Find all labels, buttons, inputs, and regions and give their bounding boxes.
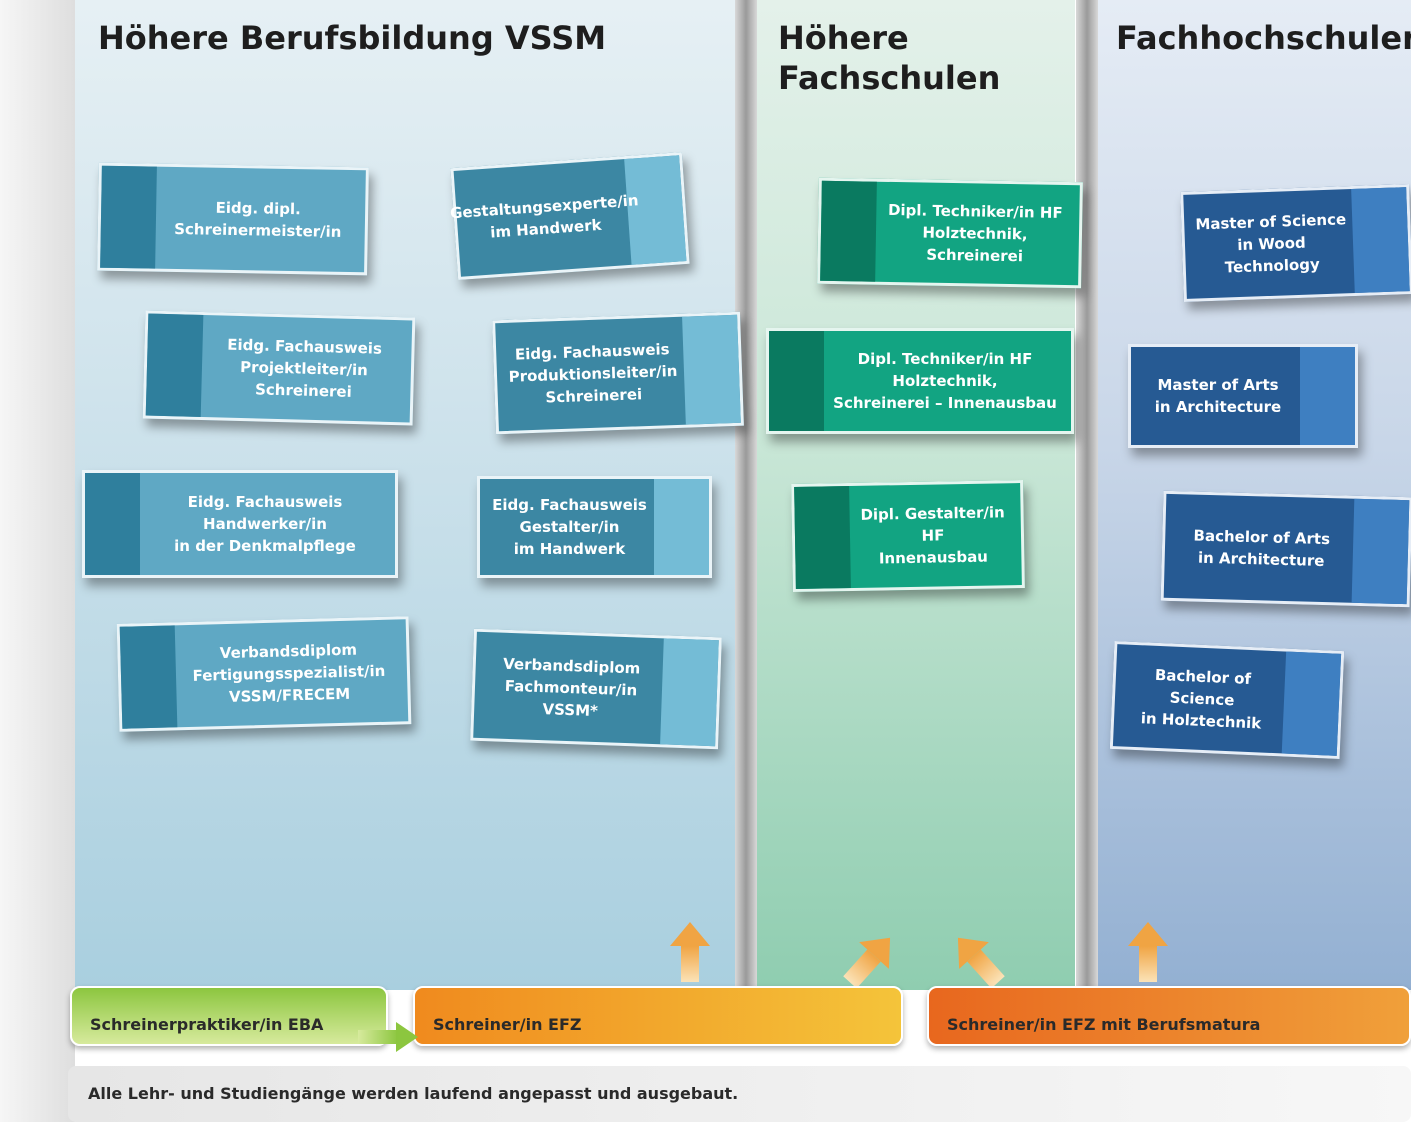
box-gestalter-handwerk[interactable]: Eidg. Fachausweis Gestalter/in im Handwe…	[477, 476, 712, 578]
box-produktionsleiter[interactable]: Eidg. Fachausweis Produktionsleiter/in S…	[492, 311, 744, 435]
box-label: Eidg. Fachausweis Produktionsleiter/in S…	[508, 340, 678, 407]
box-bachelor-science-holztechnik[interactable]: Bachelor of Science in Holztechnik	[1109, 641, 1345, 759]
box-label: Gestaltungsexperte/in im Handwerk	[449, 191, 640, 242]
box-label: Dipl. Techniker/in HF Holztechnik, Schre…	[833, 350, 1057, 412]
box-label: Verbandsdiplom Fertigungsspezialist/in V…	[192, 640, 386, 706]
box-label: Eidg. Fachausweis Handwerker/in in der D…	[174, 493, 356, 555]
box-projektleiter[interactable]: Eidg. Fachausweis Projektleiter/in Schre…	[142, 310, 416, 426]
box-bachelor-arts-architecture[interactable]: Bachelor of Arts in Architecture	[1160, 490, 1411, 608]
bar-label: Schreinerpraktiker/in EBA	[90, 1015, 324, 1034]
box-fertigungsspezialist[interactable]: Verbandsdiplom Fertigungsspezialist/in V…	[116, 616, 412, 732]
arrow-up-icon	[1128, 922, 1168, 982]
box-label: Master of Science in Wood Technology	[1195, 210, 1347, 277]
box-label: Eidg. dipl. Schreinermeister/in	[174, 198, 342, 241]
bar-label: Schreiner/in EFZ mit Berufsmatura	[947, 1015, 1261, 1034]
box-schreinermeister[interactable]: Eidg. dipl. Schreinermeister/in	[97, 162, 369, 276]
left-margin	[0, 0, 75, 1122]
box-label: Eidg. Fachausweis Projektleiter/in Schre…	[227, 335, 383, 401]
box-label: Bachelor of Science in Holztechnik	[1140, 665, 1262, 733]
title-vssm: Höhere Berufsbildung VSSM	[98, 19, 607, 57]
box-gestalter-hf[interactable]: Dipl. Gestalter/in HF Innenausbau	[791, 479, 1025, 593]
bar-schreiner-efz-berufsmatura[interactable]: Schreiner/in EFZ mit Berufsmatura	[927, 986, 1411, 1046]
box-techniker-hf-schreinerei[interactable]: Dipl. Techniker/in HF Holztechnik, Schre…	[817, 177, 1083, 289]
box-gestaltungsexperte[interactable]: Gestaltungsexperte/in im Handwerk	[449, 152, 690, 280]
box-label: Eidg. Fachausweis Gestalter/in im Handwe…	[492, 496, 647, 558]
bar-schreinerpraktiker-eba[interactable]: Schreinerpraktiker/in EBA	[70, 986, 388, 1046]
bar-schreiner-efz[interactable]: Schreiner/in EFZ	[413, 986, 903, 1046]
box-master-science-wood[interactable]: Master of Science in Wood Technology	[1180, 184, 1411, 302]
box-techniker-hf-innenausbau[interactable]: Dipl. Techniker/in HF Holztechnik, Schre…	[766, 328, 1074, 434]
column-divider	[1076, 0, 1098, 990]
box-handwerker-denkmalpflege[interactable]: Eidg. Fachausweis Handwerker/in in der D…	[82, 470, 398, 578]
arrow-right-icon	[358, 1022, 418, 1052]
box-label: Master of Arts in Architecture	[1154, 376, 1282, 416]
bar-label: Schreiner/in EFZ	[433, 1015, 582, 1034]
arrow-up-icon	[670, 922, 710, 982]
box-master-arts-architecture[interactable]: Master of Arts in Architecture	[1128, 344, 1358, 448]
title-hoehere-fachschulen: Höhere Fachschulen	[778, 19, 1001, 97]
footer-text: Alle Lehr- und Studiengänge werden laufe…	[88, 1084, 739, 1103]
box-label: Dipl. Techniker/in HF Holztechnik, Schre…	[887, 200, 1063, 266]
box-fachmonteur[interactable]: Verbandsdiplom Fachmonteur/in VSSM*	[470, 628, 722, 750]
box-label: Dipl. Gestalter/in HF Innenausbau	[860, 503, 1005, 568]
column-divider	[735, 0, 757, 990]
box-label: Bachelor of Arts in Architecture	[1193, 526, 1331, 570]
footer-note: Alle Lehr- und Studiengänge werden laufe…	[68, 1066, 1411, 1122]
box-label: Verbandsdiplom Fachmonteur/in VSSM*	[502, 654, 641, 721]
title-fachhochschulen: Fachhochschulen	[1116, 19, 1411, 57]
